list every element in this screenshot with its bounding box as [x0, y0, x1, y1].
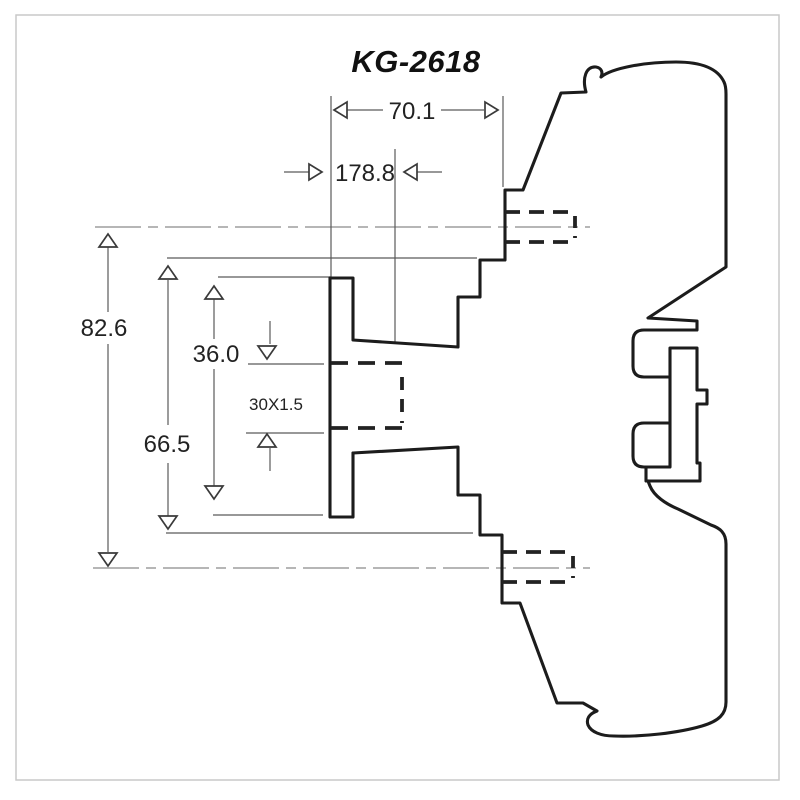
part-outline — [328, 60, 728, 738]
page-border — [15, 14, 780, 781]
dim-label-flange-height: 36.0 — [193, 341, 240, 368]
jaw-plate-outline — [644, 346, 709, 483]
hidden-hole-bottom-dashed — [502, 550, 574, 584]
hidden-features — [331, 210, 577, 584]
dim-label-top-width: 70.1 — [389, 98, 436, 125]
arrow-down-icon — [256, 345, 278, 361]
dim-label-overall-length: 178.8 — [335, 160, 395, 187]
dim-label-outer-height: 82.6 — [81, 315, 128, 342]
hidden-thread-dashed — [331, 361, 403, 430]
arrow-down-icon — [157, 515, 179, 531]
arrow-up-icon — [203, 284, 225, 300]
dimension-labels: 70.1 178.8 82.6 36.0 66.5 30X1.5 — [81, 98, 436, 458]
part-outline-bottom — [351, 445, 728, 738]
part-outline-upper — [328, 60, 728, 379]
dim-label-mid-height: 66.5 — [144, 431, 191, 458]
arrow-left-icon — [402, 162, 418, 182]
flange-outline — [328, 276, 355, 519]
arrow-right-icon — [484, 100, 500, 120]
arrow-down-icon — [97, 552, 119, 568]
hidden-hole-top-dashed — [505, 210, 576, 244]
arrow-up-icon — [256, 432, 278, 448]
arrowheads — [97, 100, 500, 568]
arrow-up-icon — [97, 232, 119, 248]
arrow-up-icon — [157, 264, 179, 280]
dim-label-thread-spec: 30X1.5 — [249, 395, 303, 414]
arrow-left-icon — [332, 100, 348, 120]
part-outline-lower-arm — [631, 421, 670, 469]
part-number-title: KG-2618 — [351, 44, 481, 79]
arrow-down-icon — [203, 485, 225, 501]
dimension-lines — [107, 109, 484, 552]
arrow-right-icon — [308, 162, 324, 182]
extension-lines — [93, 96, 590, 569]
